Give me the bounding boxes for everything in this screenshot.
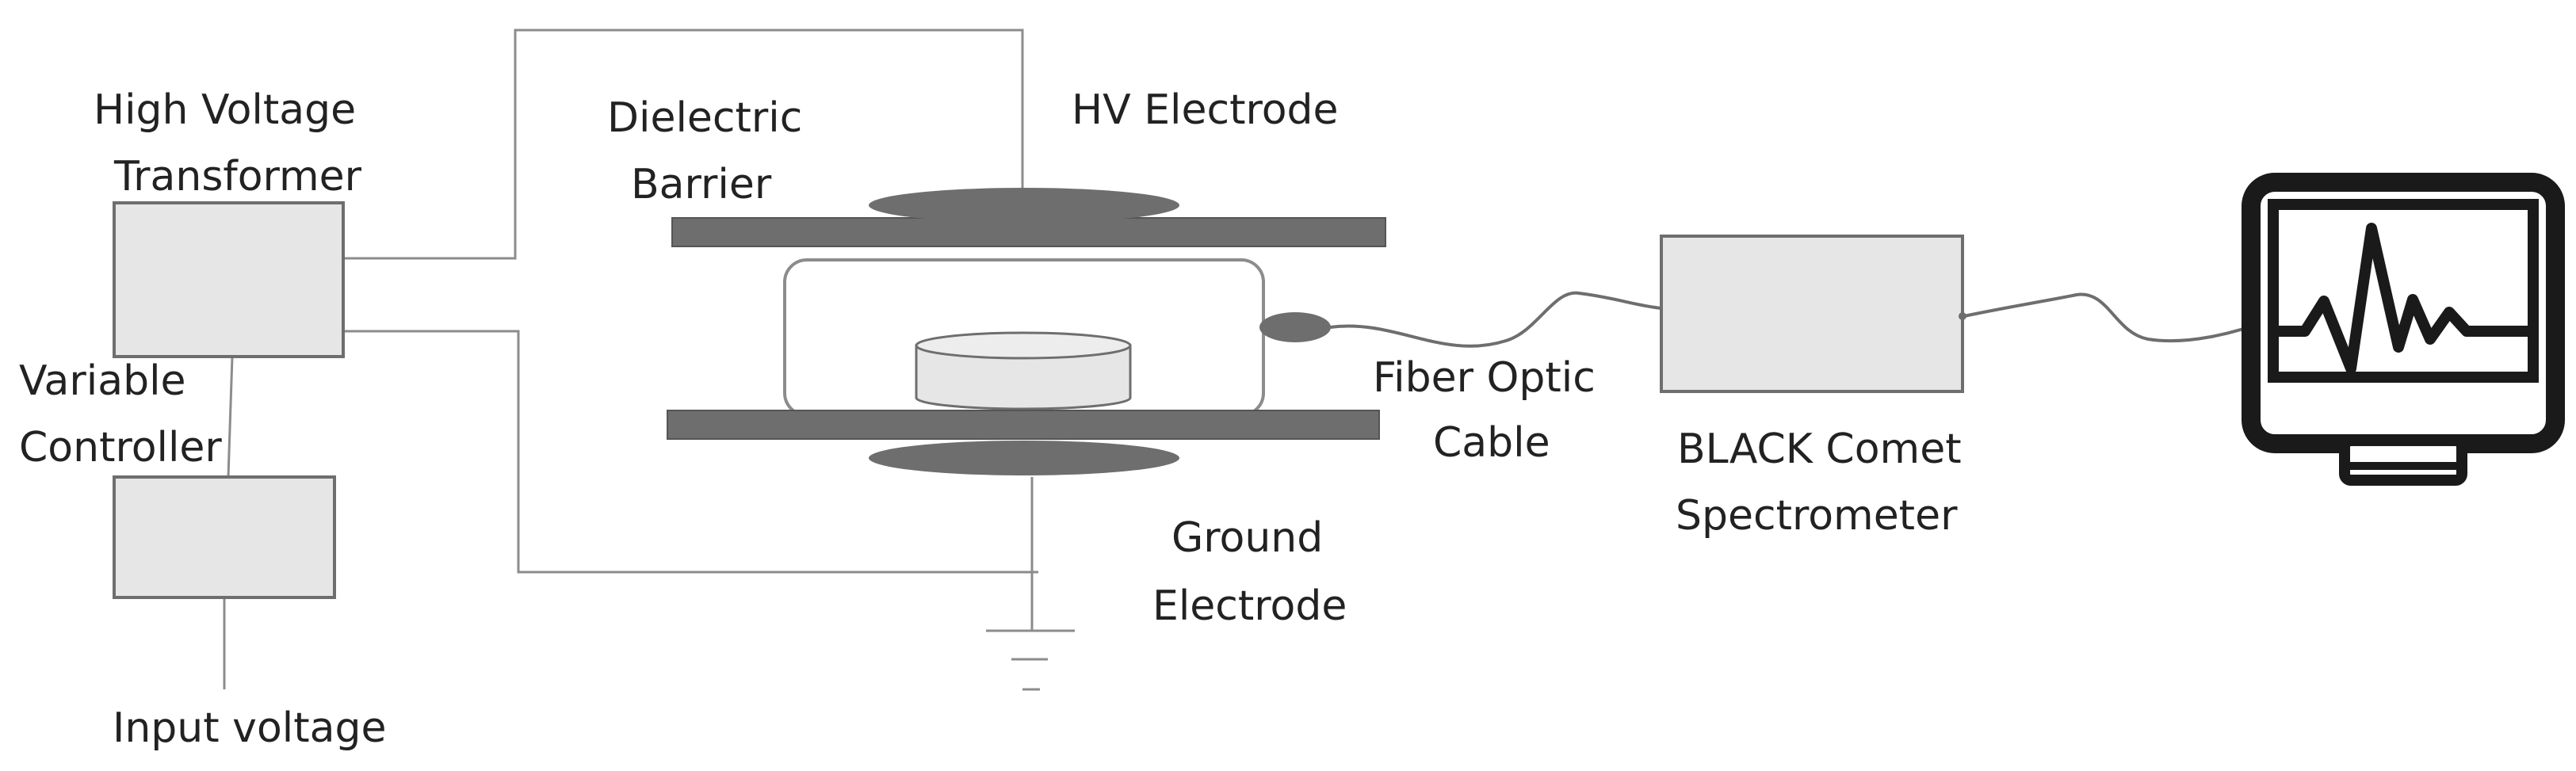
dielectric-barrier-top-plate <box>671 217 1386 247</box>
spectrometer-label-line2: Spectrometer <box>1676 492 1958 540</box>
dielectric-barrier-bottom-plate <box>667 410 1380 440</box>
variable-controller-label-line2: Controller <box>19 424 222 471</box>
ground-electrode-label-line2: Electrode <box>1152 582 1347 630</box>
hv-transformer-label-line1: High Voltage <box>94 86 356 134</box>
fiber-optic-label-line2: Cable <box>1433 419 1550 467</box>
fiber-optic-cable <box>1329 291 1662 348</box>
monitor-waveform-icon <box>2242 173 2565 486</box>
fiber-optic-label-line1: Fiber Optic <box>1373 354 1596 402</box>
sample-dish <box>915 331 1132 410</box>
data-cable <box>1963 292 2268 343</box>
variable-controller-box <box>113 475 336 599</box>
hv-electrode <box>869 188 1179 223</box>
variable-controller-label-line1: Variable <box>19 357 186 405</box>
dielectric-barrier-label-line1: Dielectric <box>607 94 802 142</box>
fiber-optic-probe <box>1259 312 1331 342</box>
input-voltage-label: Input voltage <box>113 704 386 752</box>
wire-transformer-to-controller <box>227 356 234 478</box>
ground-electrode-label-line1: Ground <box>1171 514 1323 562</box>
ground-symbol-icon <box>986 629 1075 691</box>
hv-transformer-label-line2: Transformer <box>113 153 362 200</box>
hv-electrode-label: HV Electrode <box>1072 86 1339 134</box>
wires <box>223 29 1038 689</box>
spectrometer-box <box>1660 235 1964 393</box>
wire-transformer-to-hv-electrode <box>343 29 1024 260</box>
ground-electrode <box>869 441 1179 475</box>
wire-transformer-to-ground <box>343 330 1038 574</box>
spectrometer-label-line1: BLACK Comet <box>1677 426 1962 473</box>
dielectric-barrier-label-line2: Barrier <box>631 161 772 208</box>
labels: High Voltage Transformer Variable Contro… <box>19 86 1962 752</box>
spectrometer-port <box>1959 312 1966 320</box>
high-voltage-transformer-box <box>113 201 345 358</box>
